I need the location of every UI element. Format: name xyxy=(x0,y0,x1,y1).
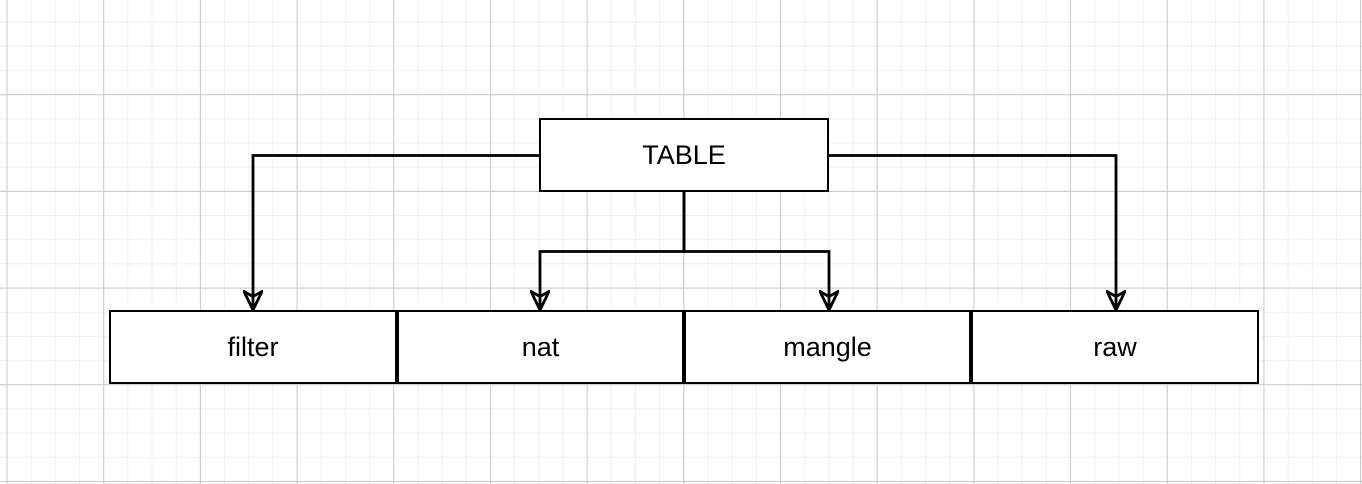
edge-table-to-nat[interactable] xyxy=(540,192,686,307)
node-raw[interactable]: raw xyxy=(971,310,1259,384)
node-filter[interactable]: filter xyxy=(109,310,397,384)
node-raw-label: raw xyxy=(1093,331,1137,362)
edge-table-to-mangle[interactable] xyxy=(682,192,829,307)
node-nat[interactable]: nat xyxy=(397,310,684,384)
node-mangle[interactable]: mangle xyxy=(684,310,971,384)
node-mangle-label: mangle xyxy=(783,331,872,362)
edge-table-to-filter[interactable] xyxy=(253,154,539,308)
edge-table-to-raw[interactable] xyxy=(829,154,1116,308)
node-table-label: TABLE xyxy=(642,139,726,170)
node-nat-label: nat xyxy=(521,331,560,362)
node-table[interactable]: TABLE xyxy=(539,118,829,192)
node-filter-label: filter xyxy=(227,331,279,362)
